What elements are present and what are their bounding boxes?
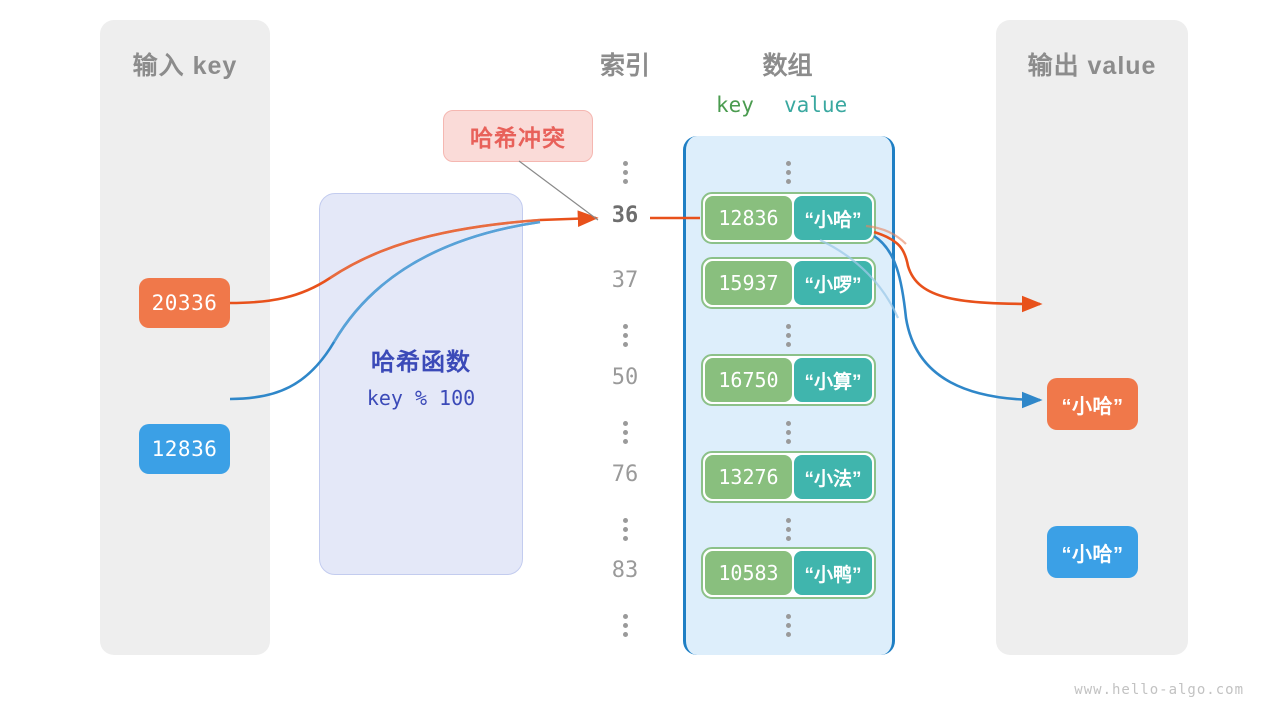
input-panel-title: 输入 key [132,52,238,80]
array-ellipsis [748,417,828,448]
index-ellipsis [585,417,665,448]
value-column-label: value [784,93,848,117]
output-panel-title: 输出 value [1027,52,1157,80]
index-label-76: 76 [611,462,639,487]
input-panel: 输入 key [100,20,270,655]
array-ellipsis [748,320,828,351]
collision-label: 哈希冲突 [470,125,566,151]
bucket-key: 13276 [705,455,792,499]
hash-function-box: 哈希函数 key % 100 [319,193,523,575]
bucket-value: “小哈” [793,196,872,240]
index-ellipsis [585,610,665,641]
watermark: www.hello-algo.com [1074,682,1244,698]
bucket-key: 10583 [705,551,792,595]
index-ellipsis [585,514,665,545]
index-label-36: 36 [611,203,639,228]
hash-function-formula: key % 100 [366,386,476,410]
array-column-heading: 数组 [762,52,813,80]
index-label-50: 50 [611,365,639,390]
index-ellipsis [585,157,665,188]
bucket-value: “小啰” [793,261,872,305]
collision-callout: 哈希冲突 [443,110,593,162]
output-value-1: “小哈” [1047,526,1138,578]
bucket-value: “小法” [793,455,872,499]
bucket-row: 15937“小啰” [701,257,876,309]
array-ellipsis [748,610,828,641]
index-label-37: 37 [611,268,639,293]
bucket-row: 16750“小算” [701,354,876,406]
bucket-row: 12836“小哈” [701,192,876,244]
array-ellipsis [748,514,828,545]
bucket-key: 15937 [705,261,792,305]
bucket-value: “小鸭” [793,551,872,595]
bucket-row: 13276“小法” [701,451,876,503]
bucket-key: 12836 [705,196,792,240]
hash-function-title: 哈希函数 [371,349,471,376]
bucket-value: “小算” [793,358,872,402]
key-column-label: key [716,93,754,117]
index-label-83: 83 [611,558,639,583]
bucket-row: 10583“小鸭” [701,547,876,599]
bucket-key: 16750 [705,358,792,402]
array-ellipsis [748,157,828,188]
index-ellipsis [585,320,665,351]
index-column-heading: 索引 [599,52,650,80]
input-key-0: 20336 [139,278,230,328]
input-key-1: 12836 [139,424,230,474]
output-value-0: “小哈” [1047,378,1138,430]
